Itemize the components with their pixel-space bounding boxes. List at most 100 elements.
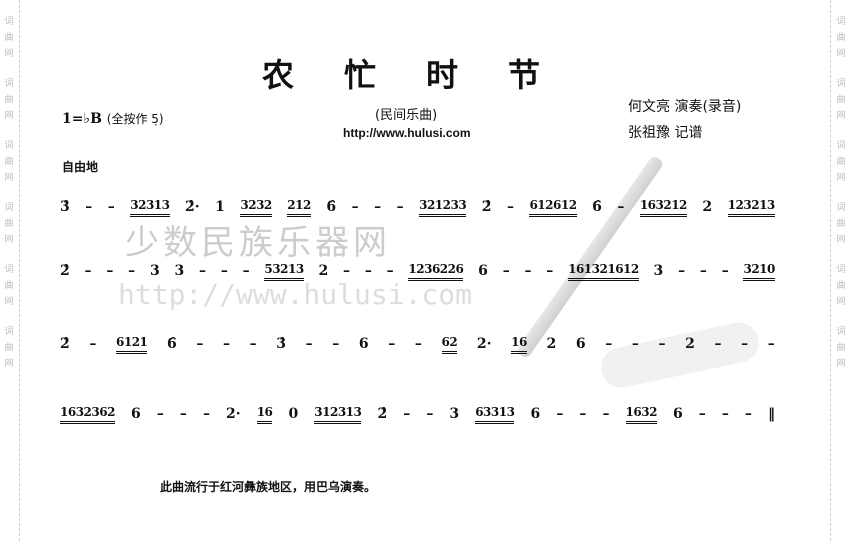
note: 53213: [264, 262, 304, 281]
note: 2̂·: [185, 199, 200, 215]
dash: –: [556, 406, 564, 422]
note: 6: [575, 336, 586, 352]
side-mark-char: 词: [4, 203, 14, 213]
side-mark-group: 词曲网: [836, 138, 845, 186]
side-mark-char: 词: [836, 327, 846, 337]
side-mark-char: 曲: [4, 95, 14, 105]
note: 16: [256, 405, 273, 424]
side-mark-char: 曲: [4, 33, 14, 43]
dash: –: [502, 263, 510, 279]
dash: –: [106, 263, 114, 279]
side-mark-char: 网: [4, 49, 14, 59]
watermark-text: 少数民族乐器网: [125, 223, 391, 263]
dash: –: [220, 263, 228, 279]
dash: –: [179, 406, 187, 422]
side-mark-group: 词曲网: [836, 324, 845, 372]
dash: –: [85, 199, 93, 215]
note: 1236226: [408, 262, 464, 281]
source-url: http://www.hulusi.com: [343, 126, 471, 140]
side-mark-group: 词曲网: [836, 76, 845, 124]
side-mark-group: 词曲网: [4, 14, 13, 62]
side-mark-char: 网: [836, 111, 846, 121]
dash: –: [744, 406, 752, 422]
dash: –: [579, 406, 587, 422]
subtitle: (民间乐曲): [375, 108, 438, 123]
key-signature: 1=♭B (全按作 5̣): [62, 110, 164, 127]
footer-note: 此曲流行于红河彝族地区，用巴乌演奏。: [160, 480, 377, 494]
note: 312313: [314, 405, 362, 424]
note: 2̂: [60, 263, 70, 279]
note: 3: [149, 263, 160, 279]
side-mark-char: 曲: [836, 95, 846, 105]
dash: –: [396, 199, 404, 215]
key-fingering: (全按作 5̣): [106, 112, 164, 126]
note: 123213: [727, 198, 775, 217]
note: 1632362: [60, 405, 115, 424]
dash: –: [249, 336, 257, 352]
side-mark-char: 网: [836, 297, 846, 307]
tempo-marking: 自由地: [62, 160, 99, 174]
dash: –: [631, 336, 639, 352]
dash: –: [403, 406, 411, 422]
side-mark-group: 词曲网: [4, 138, 13, 186]
dash: –: [386, 263, 394, 279]
note: 2: [546, 336, 557, 352]
side-watermark-left: 词曲网词曲网词曲网词曲网词曲网词曲网: [2, 0, 20, 541]
note: 3232: [240, 198, 272, 217]
dash: –: [414, 336, 422, 352]
side-mark-char: 词: [836, 141, 846, 151]
dash: –: [128, 263, 136, 279]
dash: –: [767, 336, 775, 352]
dash: –: [242, 263, 250, 279]
note: 6: [478, 263, 488, 279]
side-mark-char: 词: [836, 79, 846, 89]
side-mark-group: 词曲网: [4, 262, 13, 310]
side-mark-char: 词: [836, 265, 846, 275]
side-mark-char: 词: [4, 17, 14, 27]
note: 1: [215, 199, 225, 215]
side-mark-char: 曲: [4, 219, 14, 229]
note: 32313: [130, 198, 170, 217]
dash: –: [714, 336, 722, 352]
dash: –: [332, 336, 340, 352]
dash: –: [658, 336, 666, 352]
dash: –: [698, 406, 706, 422]
dash: –: [374, 199, 382, 215]
note: 212: [287, 198, 311, 217]
side-mark-char: 词: [4, 265, 14, 275]
note: 0: [288, 406, 299, 422]
side-mark-char: 词: [836, 203, 846, 213]
side-mark-char: 曲: [4, 343, 14, 353]
note: 612612: [529, 198, 577, 217]
note: 3̂: [60, 199, 70, 215]
note: 2: [702, 199, 713, 215]
dash: –: [107, 199, 115, 215]
dash: –: [721, 263, 729, 279]
note: 16: [511, 335, 527, 354]
watermark-url: http://www.hulusi.com: [118, 278, 473, 311]
note: 161321612: [568, 262, 639, 281]
side-mark-char: 曲: [836, 157, 846, 167]
note: 2·: [476, 336, 492, 352]
note: 63313: [475, 405, 515, 424]
dash: –: [196, 336, 204, 352]
dash: –: [617, 199, 625, 215]
side-mark-char: 网: [836, 359, 846, 369]
page-title: 农忙时节: [262, 56, 591, 94]
flute-image: [515, 154, 665, 360]
note: 2̂: [377, 406, 388, 422]
notator: 张祖豫 记谱: [628, 125, 703, 141]
dash: –: [89, 336, 97, 352]
side-mark-char: 词: [4, 79, 14, 89]
side-mark-char: 网: [836, 235, 846, 245]
side-mark-char: 网: [4, 235, 14, 245]
dash: –: [524, 263, 532, 279]
dash: –: [199, 263, 207, 279]
side-mark-char: 词: [4, 327, 14, 337]
note: 2: [685, 336, 695, 352]
side-mark-char: 曲: [4, 281, 14, 291]
side-mark-char: 网: [4, 173, 14, 183]
note: 3: [449, 406, 460, 422]
